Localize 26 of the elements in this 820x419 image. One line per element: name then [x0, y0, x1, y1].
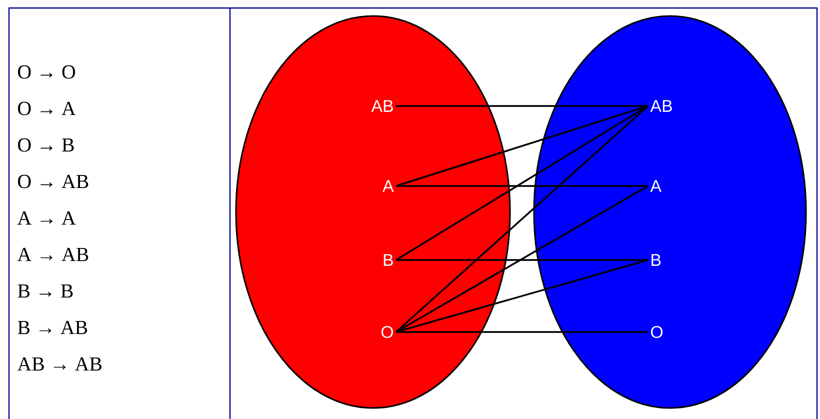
connector-line: [396, 259, 648, 261]
connector-line: [396, 105, 648, 261]
mapping-text: AB → AB: [17, 357, 102, 371]
set-label: B: [384, 254, 393, 266]
set-label: B: [652, 254, 661, 266]
connector-line: [396, 105, 648, 107]
set-label: AB: [650, 100, 672, 112]
mapping-text: O → A: [18, 102, 76, 116]
mapping-text: B → AB: [18, 320, 88, 334]
ellipse: [533, 15, 807, 409]
connector-line: [395, 105, 649, 333]
mapping-text: B → B: [18, 284, 73, 298]
set-label: O: [651, 326, 663, 338]
set-label: A: [382, 180, 394, 192]
mapping-text: O → O: [18, 65, 76, 79]
connector-line: [396, 259, 648, 333]
set-label: AB: [371, 100, 393, 112]
mapping-text: A → A: [17, 211, 76, 225]
connector-line: [396, 185, 648, 187]
mapping-text: A → AB: [17, 248, 88, 262]
ellipse: [235, 15, 511, 409]
set-label: O: [381, 326, 393, 338]
set-label: A: [650, 180, 662, 192]
mapping-text: O → B: [18, 138, 74, 152]
mapping-text: O → AB: [18, 174, 88, 188]
connector-line: [396, 331, 648, 333]
